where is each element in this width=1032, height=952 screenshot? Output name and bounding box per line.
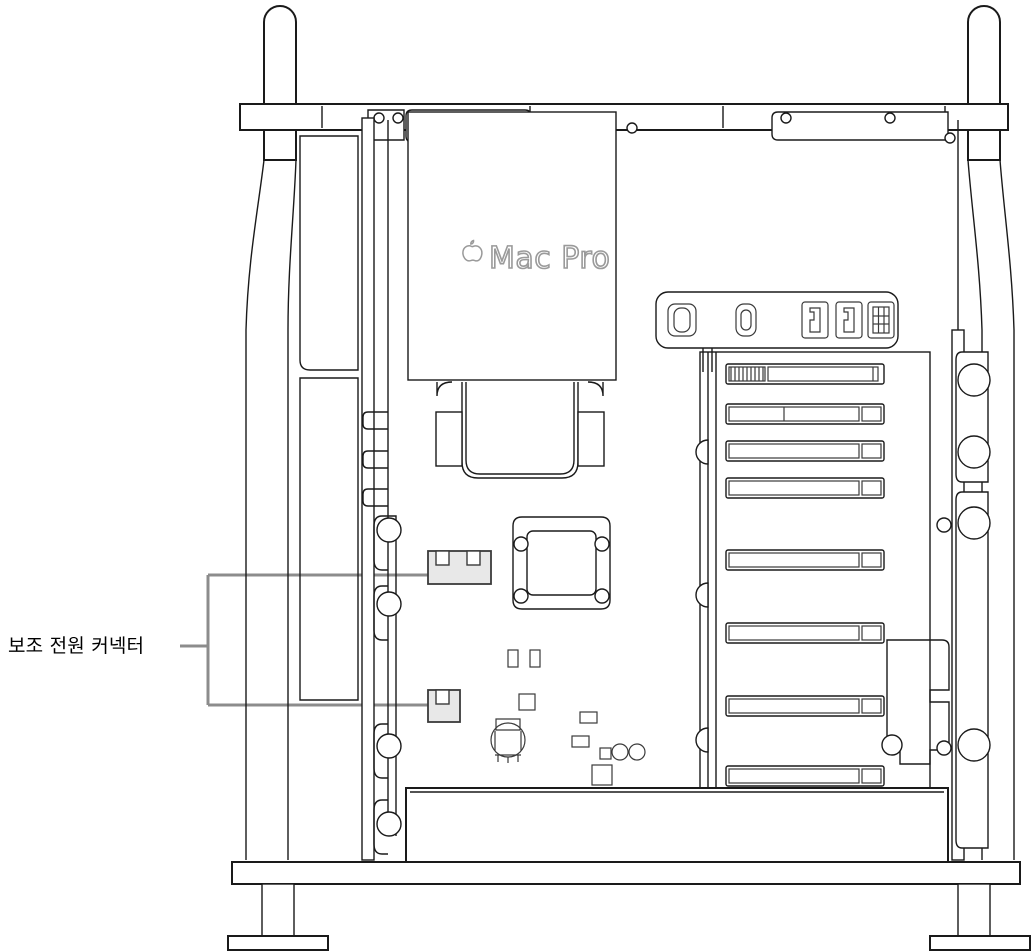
aux-power-connector-upper[interactable] [427, 550, 492, 585]
handle-flare-left [245, 159, 297, 860]
chassis-handle-left [263, 5, 297, 161]
pcie-rail-mounts [695, 439, 709, 753]
expansion-card-bracket [881, 639, 950, 765]
chassis-foot-left [227, 883, 329, 951]
callout-label-aux-power-connector: 보조 전원 커넥터 [8, 635, 145, 657]
board-standoff-low [936, 740, 952, 756]
left-side-panel-upper [299, 135, 359, 371]
aux-power-connector-lower[interactable] [427, 689, 461, 723]
left-mount-holes [373, 515, 402, 855]
chassis-bottom-rail [231, 861, 1021, 885]
top-bracket-segment-left [367, 109, 405, 141]
board-standoff-mid [936, 517, 952, 533]
top-screw-hole-center [626, 122, 638, 134]
pcie-slot-2 [725, 403, 885, 425]
apple-logo-icon [462, 239, 483, 262]
right-bracket-upper [955, 351, 991, 483]
ethernet-port-icon [867, 301, 895, 339]
pcie-slot-3 [725, 440, 885, 462]
battery-holder [490, 718, 526, 763]
chassis-handle-right [967, 5, 1001, 161]
pcie-slot-5 [725, 549, 885, 571]
usb-a-port-2-icon [835, 301, 863, 339]
top-bracket-segment-right [771, 111, 949, 141]
headphone-jack-icon [667, 303, 697, 337]
io-port-panel [655, 291, 899, 372]
bottom-enclosure-bar [405, 787, 949, 863]
power-supply-logo-text: Mac Pro [489, 241, 610, 276]
top-screw-hole-right [944, 132, 956, 144]
power-supply-unit: Mac Pro [407, 111, 617, 381]
pcie-slot-1 [725, 363, 885, 385]
cpu-socket [512, 516, 611, 610]
power-supply-bottom-bracket [435, 381, 605, 479]
right-bracket-lower [955, 491, 991, 849]
usb-a-port-1-icon [801, 301, 829, 339]
left-notched-strip [362, 120, 397, 836]
pcie-slot-8 [725, 765, 885, 787]
pcie-slot-7 [725, 695, 885, 717]
chassis-foot-right [929, 883, 1031, 951]
callout-aux-power-connector [180, 573, 462, 707]
pcie-slot-4 [725, 477, 885, 499]
usb-c-port-icon [735, 303, 757, 337]
board-components [507, 649, 646, 786]
pcie-slot-6 [725, 622, 885, 644]
handle-flare-right [967, 159, 1015, 860]
left-side-panel-lower [299, 377, 359, 701]
